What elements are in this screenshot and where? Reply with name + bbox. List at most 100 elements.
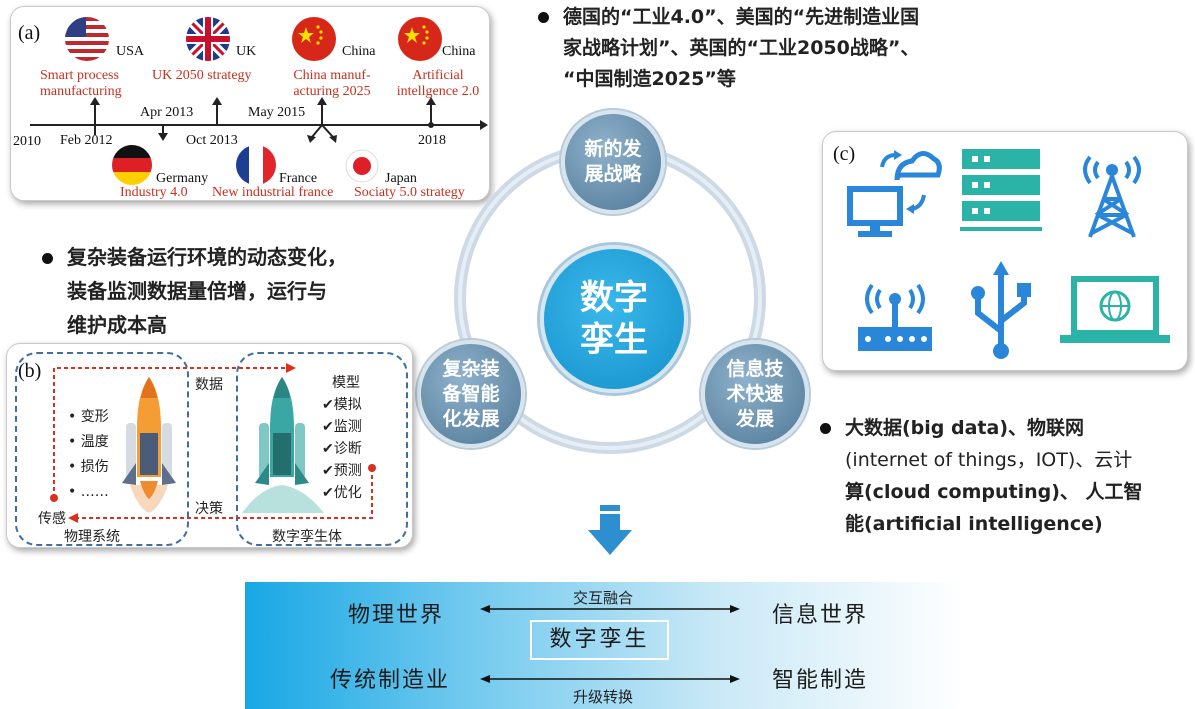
model-diagnose: ✔诊断 (322, 441, 362, 457)
rocket-physical-icon (122, 377, 176, 513)
panel-b-twin-loop (6, 343, 413, 548)
usb-icon (971, 261, 1031, 359)
item-deformation: • 变形 (68, 409, 109, 425)
model-predict: ✔预测 (322, 463, 362, 479)
china-country-label-1: China (342, 44, 376, 59)
decision-label: 决策 (195, 501, 223, 517)
uk-event-text: UK 2050 strategy (152, 68, 252, 83)
item-damage: • 损伤 (68, 459, 109, 475)
germany-flag-icon (112, 145, 152, 185)
digital-twin-center-box: 数字孪生 (530, 620, 669, 660)
bullet-tech-text1: 大数据(big data)、物联网 (845, 417, 1085, 439)
server-rack-icon (960, 149, 1042, 231)
usa-flag-icon (65, 17, 109, 61)
bullet-strategies-line2: 家战略计划”、英国的“工业2050战略”、 (563, 37, 920, 59)
info-tech-line2: 术快速 (726, 382, 784, 405)
bullet-technologies: 大数据(big data)、物联网 (internet of things，IO… (820, 412, 1190, 540)
bullet-tech-line1: 大数据(big data)、物联网 (820, 412, 1190, 444)
china-flag-icon (292, 17, 336, 61)
china-country-label-2: China (442, 44, 476, 59)
smart-equipment-line2: 备智能 (442, 382, 500, 405)
usa-country-label: USA (116, 44, 145, 59)
bullet-complex-equipment: 复杂装备运行环境的动态变化， 装备监测数据量倍增，运行与 维护成本高 (42, 240, 422, 342)
date-oct-2013: Oct 2013 (186, 133, 238, 148)
uk-country-label: UK (236, 44, 257, 59)
smart-equipment-circle: 复杂装备智能化发展 (417, 340, 525, 448)
center-twin-line2: 孪生 (580, 320, 648, 360)
date-apr-2013: Apr 2013 (140, 105, 194, 120)
bullet-equipment-line3: 维护成本高 (67, 313, 167, 337)
china-2025-line2: acturing 2025 (293, 84, 371, 99)
world-transformation-box (245, 582, 965, 709)
rocket-twin-icon (242, 377, 324, 513)
info-tech-line1: 信息技 (726, 357, 784, 380)
date-feb-2012: Feb 2012 (60, 133, 113, 148)
deformation-list: • 变形 • 温度 • 损伤 • …… (68, 405, 109, 505)
usa-event-text: Smart process manufacturing (40, 68, 140, 100)
bullet-tech-line4: 能(artificial intelligence) (845, 513, 1103, 535)
year-2018: 2018 (418, 133, 446, 148)
smart-manufacturing-label: 智能制造 (772, 668, 869, 693)
down-arrow-icon (588, 505, 632, 555)
model-optimize: ✔优化 (322, 485, 362, 501)
china-ai-event-text: Artificial intellgence 2.0 (388, 68, 488, 100)
physical-system-box (15, 352, 189, 546)
china-ai-line1: Artificial (412, 68, 464, 83)
bullet-strategies-line3: “中国制造2025”等 (563, 68, 736, 90)
france-event-text: New industrial france (212, 185, 334, 200)
panel-a-label: (a) (18, 22, 41, 44)
germany-country-label: Germany (156, 171, 209, 186)
new-strategy-line1: 新的发 (584, 138, 642, 160)
usa-event-line1: Smart process (40, 68, 119, 83)
year-2010: 2010 (13, 134, 41, 149)
bullet-strategies: 德国的“工业4.0”、美国的“先进制造业国 家战略计划”、英国的“工业2050战… (538, 2, 1058, 95)
japan-flag-icon (345, 149, 379, 183)
china-flag-icon (398, 17, 442, 61)
usa-event-line2: manufacturing (40, 84, 122, 99)
bullet-strategies-line1: 德国的“工业4.0”、美国的“先进制造业国 (538, 2, 1058, 33)
signal-tower-icon (1083, 155, 1141, 238)
panel-c-label: (c) (833, 143, 856, 165)
smart-equipment-line1: 复杂装 (442, 357, 500, 380)
france-country-label: France (279, 171, 318, 186)
interaction-label: 交互融合 (573, 589, 634, 607)
info-tech-circle: 信息技术快速发展 (701, 340, 809, 448)
traditional-manufacturing-label: 传统制造业 (330, 668, 451, 693)
bullet-equipment-text1: 复杂装备运行环境的动态变化， (67, 245, 347, 269)
bullet-equipment-line1: 复杂装备运行环境的动态变化， (42, 240, 422, 274)
china-2025-line1: China manuf- (293, 68, 371, 83)
digital-twin-box (236, 352, 408, 546)
uk-flag-icon (186, 17, 230, 61)
model-list: 模型 ✔模拟 ✔监测 ✔诊断 ✔预测 ✔优化 (322, 372, 362, 504)
china-ai-line2: intellgence 2.0 (396, 84, 480, 99)
new-strategy-circle: 新的发展战略 (561, 110, 665, 214)
bullet-strategies-text1: 德国的“工业4.0”、美国的“先进制造业国 (563, 6, 920, 28)
france-flag-icon (236, 145, 276, 185)
digital-twin-label: 数字孪生体 (272, 529, 342, 545)
bullet-tech-line3: 算(cloud computing)、 人工智 (845, 481, 1143, 503)
bidirectional-arrows (480, 605, 740, 683)
info-tech-line3: 发展 (735, 407, 774, 430)
sensing-label: 传感 (38, 511, 66, 527)
physical-system-label: 物理系统 (64, 529, 120, 545)
new-strategy-line2: 展战略 (584, 163, 642, 185)
item-temperature: • 温度 (68, 434, 109, 450)
cloud-computer-icon (847, 150, 942, 237)
center-twin-line1: 数字 (580, 278, 648, 318)
item-more: • …… (68, 484, 109, 500)
model-title: 模型 (332, 375, 360, 391)
germany-event-text: Industry 4.0 (120, 185, 188, 200)
loop-arrows (50, 363, 376, 523)
model-monitor: ✔监测 (322, 419, 362, 435)
china-2025-event-text: China manuf- acturing 2025 (282, 68, 382, 100)
japan-event-text: Sociaty 5.0 strategy (354, 185, 465, 200)
date-may-2015: May 2015 (248, 105, 306, 120)
model-simulate: ✔模拟 (322, 397, 362, 413)
info-world-label: 信息世界 (772, 603, 869, 628)
physical-world-label: 物理世界 (348, 603, 445, 628)
center-twin-circle: 数字 孪生 (540, 245, 688, 393)
timeline-axis (30, 97, 488, 143)
upgrade-label: 升级转换 (573, 688, 634, 706)
laptop-globe-icon (1060, 276, 1170, 343)
japan-country-label: Japan (385, 171, 417, 186)
